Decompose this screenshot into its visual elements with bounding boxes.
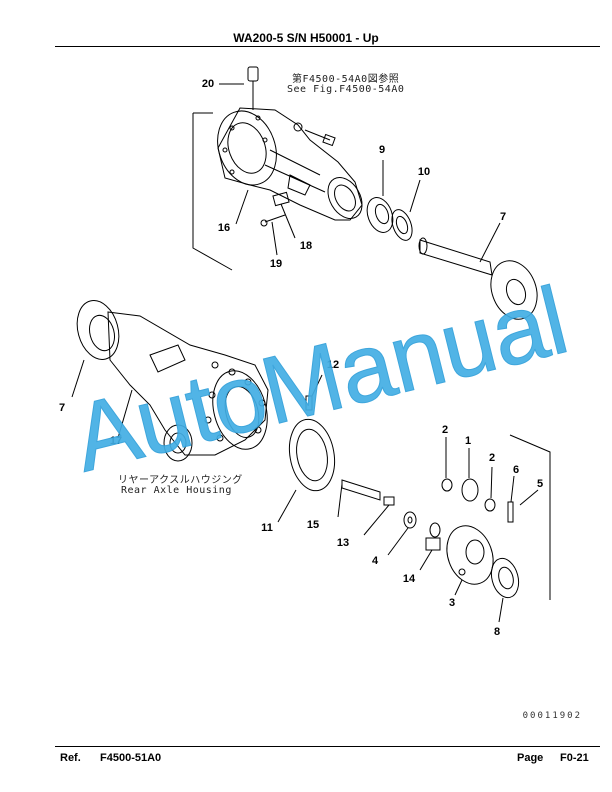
housing-label-en: Rear Axle Housing (121, 485, 232, 496)
axle-shaft-upper (418, 222, 538, 320)
ring-gear-part-11 (277, 418, 336, 523)
housing-label-jp: リヤーアクスルハウジング (118, 475, 243, 486)
differential-bracket-lines (509, 434, 551, 600)
header-rule (55, 46, 600, 47)
washer-part-2-right (484, 466, 496, 512)
bolt-part-13 (363, 496, 395, 536)
see-figure-note-jp: 第F4500-54A0図参照 (292, 74, 400, 85)
callout-19: 19 (269, 258, 283, 270)
callout-9: 9 (378, 144, 386, 156)
upper-bracket-lines (192, 112, 233, 271)
bearing-part-9 (366, 160, 394, 233)
bolt-part (293, 122, 336, 147)
callout-20: 20 (201, 78, 215, 90)
callout-15: 15 (306, 519, 320, 531)
washer-part-14 (419, 522, 441, 571)
callout-11: 11 (261, 522, 273, 534)
callout-13: 13 (336, 537, 350, 549)
differential-case-part-3 (446, 525, 494, 596)
callout-8: 8 (493, 626, 501, 638)
callout-18: 18 (299, 240, 313, 252)
upper-axle-housing (217, 107, 363, 221)
rivet-part (260, 214, 286, 256)
callout-2-left: 2 (441, 424, 449, 436)
bearing-part-8 (490, 557, 520, 623)
callout-12: 12 (326, 359, 340, 371)
footer-ref-value: F4500-51A0 (100, 752, 162, 764)
footer-page-value: F0-21 (560, 752, 589, 764)
callout-1: 1 (464, 435, 472, 447)
footer-rule (55, 746, 600, 747)
callout-16: 16 (217, 222, 231, 234)
callout-2-right: 2 (488, 452, 496, 464)
callout-5: 5 (536, 478, 544, 490)
pin-part-6 (507, 475, 515, 523)
callout-17: 17 (109, 435, 123, 447)
see-figure-note-en: See Fig.F4500-54A0 (287, 84, 405, 95)
seal-part-10 (391, 179, 421, 241)
name-plate-part (272, 191, 296, 239)
callout-7-lower: 7 (58, 402, 66, 414)
callout-3: 3 (448, 597, 456, 609)
pinion-shaft-part-15 (337, 479, 381, 518)
callout-10: 10 (417, 166, 431, 178)
drawing-code: 00011902 (522, 711, 582, 721)
left-leader-lines (71, 83, 249, 439)
washer-part-2-left (441, 437, 453, 492)
footer-ref-label: Ref. (60, 752, 81, 764)
page-title: WA200-5 S/N H50001 - Up (233, 31, 379, 45)
callout-4: 4 (371, 555, 379, 567)
rear-axle-housing (76, 300, 269, 462)
washer-part-4 (387, 511, 417, 556)
footer-page-label: Page (517, 752, 544, 764)
breather-part (247, 66, 259, 110)
pin-part-12 (305, 374, 323, 411)
pin-part-5 (519, 489, 539, 506)
side-gear-part-1 (461, 448, 479, 502)
callout-7-upper: 7 (499, 211, 507, 223)
callout-6: 6 (512, 464, 520, 476)
callout-14: 14 (402, 573, 416, 585)
